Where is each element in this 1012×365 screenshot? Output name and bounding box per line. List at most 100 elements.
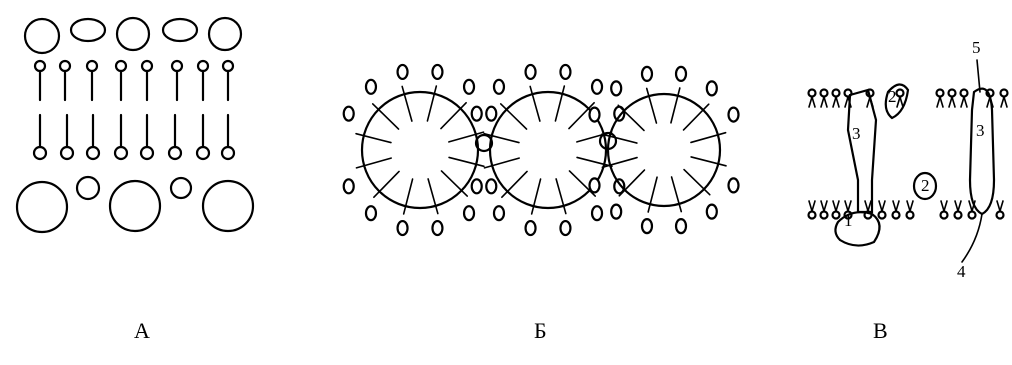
lipid-tail bbox=[878, 200, 886, 214]
lipid-head bbox=[807, 88, 817, 98]
lipid-head bbox=[995, 210, 1005, 220]
lipid-head bbox=[33, 59, 47, 73]
lipid-head bbox=[221, 59, 235, 73]
lipid-head bbox=[967, 210, 977, 220]
head-group bbox=[115, 16, 151, 52]
lipid-tail bbox=[601, 133, 638, 144]
lipid-head bbox=[195, 145, 211, 161]
lipid-head bbox=[559, 63, 572, 81]
head-group bbox=[169, 176, 193, 200]
head-group bbox=[207, 16, 243, 52]
lipid-tail bbox=[448, 131, 485, 143]
lipid-tail bbox=[832, 96, 840, 108]
lipid-head bbox=[877, 210, 887, 220]
lipid-tail bbox=[427, 178, 439, 215]
lipid-head bbox=[590, 78, 604, 95]
lipid-tail bbox=[440, 170, 469, 197]
lipid-head bbox=[32, 145, 48, 161]
lipid-tail bbox=[864, 200, 872, 214]
lipid-head bbox=[999, 88, 1009, 98]
lipid-head bbox=[220, 145, 236, 161]
lipid-tail bbox=[618, 169, 646, 197]
lipid-tail bbox=[355, 157, 392, 169]
protein-3-right bbox=[968, 87, 996, 216]
lipid-tail bbox=[832, 200, 840, 214]
lipid-tail bbox=[499, 103, 528, 130]
lipid-tail bbox=[948, 96, 956, 108]
lipid-tail bbox=[683, 168, 711, 196]
lipid-head bbox=[640, 65, 654, 82]
lipid-head bbox=[953, 210, 963, 220]
lipid-head bbox=[674, 218, 688, 235]
panel-v-drawing bbox=[807, 59, 1009, 263]
protein-2-top bbox=[884, 83, 910, 120]
lipid-tail bbox=[844, 200, 852, 214]
lipid-head bbox=[396, 63, 409, 81]
lipid-tail bbox=[426, 85, 438, 122]
lipid-tail bbox=[601, 156, 638, 169]
lipid-head bbox=[492, 205, 506, 222]
micelle bbox=[360, 90, 480, 210]
lipid-head bbox=[640, 218, 654, 235]
marker-1: 1 bbox=[844, 211, 853, 230]
lipid-tail bbox=[402, 178, 414, 215]
lipid-head bbox=[610, 80, 623, 97]
lipid-tail bbox=[501, 170, 528, 199]
lipid-head bbox=[59, 145, 75, 161]
lipid-tail bbox=[820, 200, 828, 214]
lipid-tail bbox=[820, 96, 828, 108]
lipid-tail bbox=[670, 87, 681, 124]
lipid-tail bbox=[483, 132, 520, 144]
lipid-tail bbox=[529, 85, 541, 122]
head-group bbox=[69, 17, 107, 43]
lipid-head bbox=[613, 178, 626, 195]
lipid-tail bbox=[808, 96, 816, 108]
lipid-head bbox=[492, 78, 506, 95]
marker-4: 4 bbox=[957, 262, 966, 281]
lipid-head bbox=[85, 59, 99, 73]
lipid-tail bbox=[617, 104, 645, 132]
panel-a-drawing bbox=[15, 16, 255, 234]
pointer-5 bbox=[976, 59, 981, 93]
lipid-head bbox=[431, 63, 444, 81]
lipid-head bbox=[588, 177, 601, 194]
lipid-head bbox=[485, 105, 498, 122]
lipid-tail bbox=[373, 170, 400, 199]
lipid-head bbox=[485, 178, 498, 195]
lipid-head bbox=[140, 59, 154, 73]
lipid-head bbox=[196, 59, 210, 73]
lipid-head bbox=[58, 59, 72, 73]
micelle bbox=[488, 90, 608, 210]
lipid-head bbox=[674, 65, 688, 82]
connector bbox=[474, 133, 494, 153]
lipid-head bbox=[396, 219, 409, 237]
head-group bbox=[108, 179, 162, 233]
lipid-head bbox=[114, 59, 128, 73]
lipid-tail bbox=[530, 178, 542, 215]
lipid-head bbox=[705, 80, 718, 97]
lipid-head bbox=[85, 145, 101, 161]
lipid-head bbox=[947, 88, 957, 98]
lipid-head bbox=[342, 178, 355, 195]
lipid-head bbox=[470, 105, 483, 122]
panel-label-b: Б bbox=[534, 318, 547, 343]
lipid-head bbox=[364, 205, 378, 222]
lipid-tail bbox=[483, 157, 520, 169]
lipid-head bbox=[170, 59, 184, 73]
marker-2-bottom: 2 bbox=[921, 176, 930, 195]
lipid-tail bbox=[645, 87, 658, 124]
panel-label-v: В bbox=[873, 318, 888, 343]
head-group bbox=[201, 179, 255, 233]
lipid-head bbox=[895, 88, 905, 98]
lipid-head bbox=[524, 219, 537, 237]
lipid-tail bbox=[960, 96, 968, 108]
lipid-tail bbox=[448, 156, 485, 168]
lipid-head bbox=[342, 105, 355, 122]
lipid-tail bbox=[892, 200, 900, 214]
panel-label-a: А bbox=[134, 318, 150, 343]
lipid-tail bbox=[690, 156, 727, 167]
lipid-head bbox=[831, 210, 841, 220]
lipid-head bbox=[705, 203, 718, 220]
lipid-tail bbox=[670, 176, 683, 213]
